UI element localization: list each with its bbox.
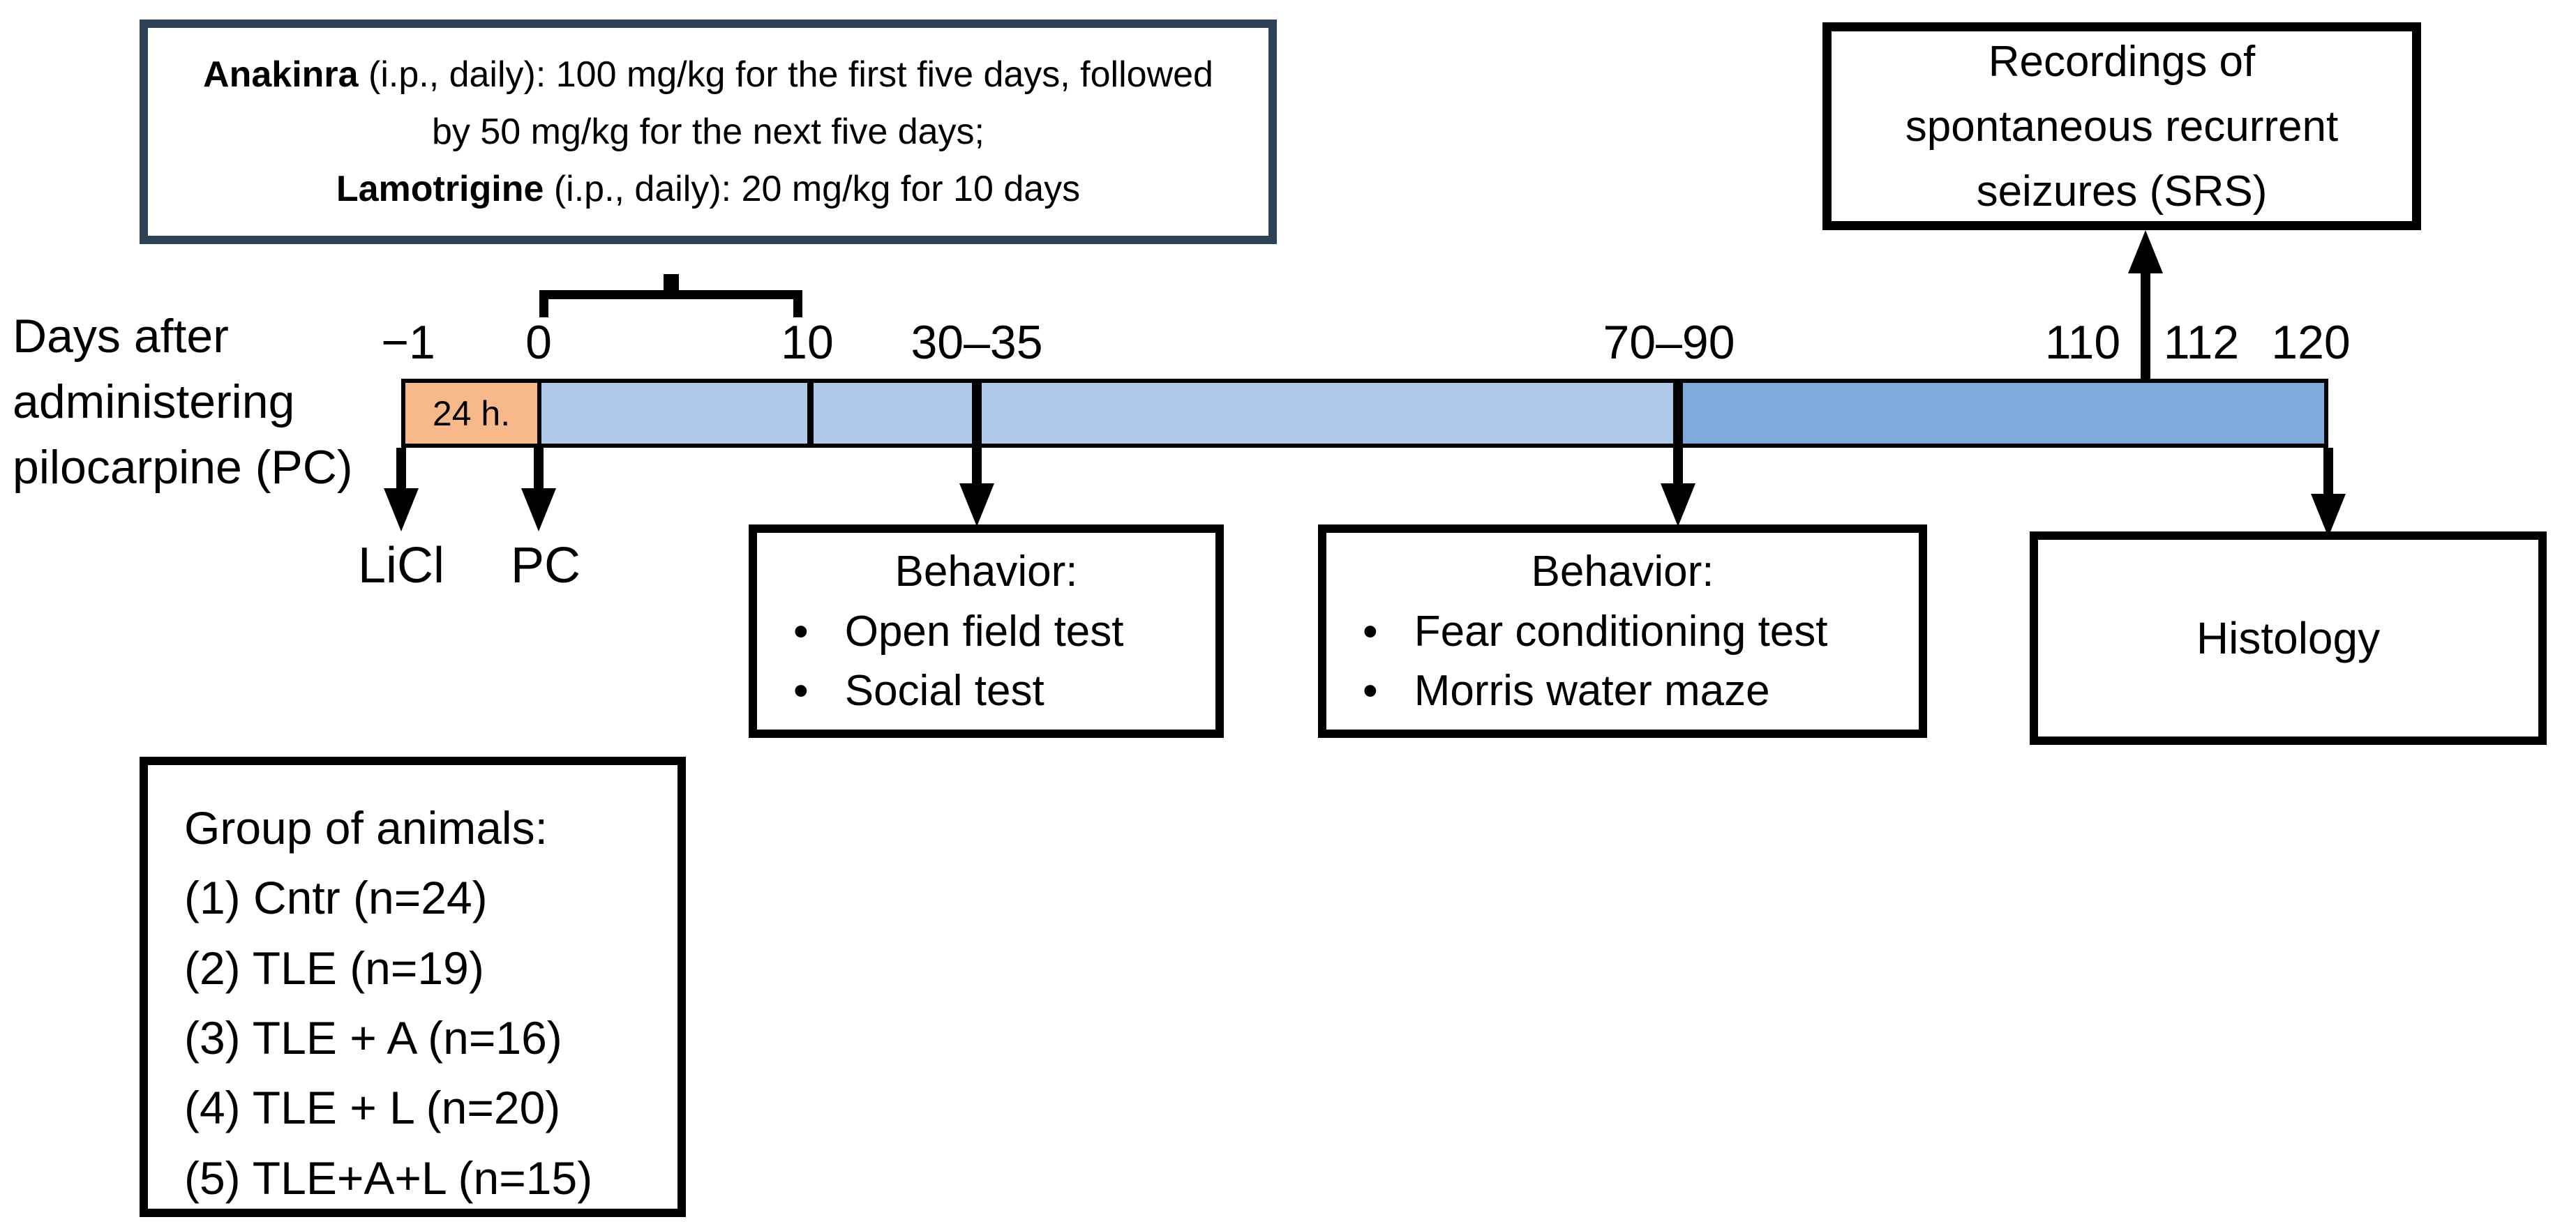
bracket-left-hook bbox=[539, 290, 548, 317]
bracket-bar bbox=[539, 290, 802, 299]
lamotrigine-dose: (i.p., daily): 20 mg/kg for 10 days bbox=[544, 169, 1081, 210]
behavior1-arrow-shaft bbox=[972, 379, 982, 485]
segment-late-phase bbox=[1678, 383, 2324, 444]
srs-recordings-box: Recordings of spontaneous recurrent seiz… bbox=[1822, 22, 2421, 230]
histology-box: Histology bbox=[2030, 531, 2547, 745]
tick-day-120: 120 bbox=[2271, 316, 2351, 369]
drug-line-anakinra-2: by 50 mg/kg for the next five days; bbox=[432, 111, 984, 152]
behavior2-title: Behavior: bbox=[1531, 547, 1714, 596]
licl-label: LiCl bbox=[357, 538, 445, 594]
group-tle-a-l: (5) TLE+A+L (n=15) bbox=[184, 1151, 593, 1204]
histology-arrow-head bbox=[2311, 494, 2346, 537]
histology-label: Histology bbox=[2196, 613, 2381, 663]
behavior2-arrow-head bbox=[1661, 483, 1695, 527]
group-tle-a: (3) TLE + A (n=16) bbox=[184, 1011, 562, 1064]
bracket-center-tick bbox=[664, 274, 679, 291]
tick-day-112: 112 bbox=[2163, 316, 2240, 369]
axis-label: Days after administering pilocarpine (PC… bbox=[13, 310, 353, 494]
fear-conditioning-label: Fear conditioning test bbox=[1414, 607, 1828, 656]
bracket-right-hook bbox=[793, 290, 802, 317]
tick-day-minus1: −1 bbox=[381, 316, 435, 369]
segment-early-phase bbox=[541, 383, 1678, 444]
drug-line-anakinra: Anakinra (i.p., daily): 100 mg/kg for th… bbox=[148, 46, 1268, 103]
behavior1-arrow-head bbox=[959, 483, 994, 527]
group-tle: (2) TLE (n=19) bbox=[184, 942, 484, 994]
group-tle-l: (4) TLE + L (n=20) bbox=[184, 1082, 561, 1134]
behavior1-title: Behavior: bbox=[894, 547, 1078, 596]
pc-arrow-head bbox=[521, 488, 556, 531]
tick-day-110: 110 bbox=[2044, 316, 2121, 369]
anakinra-name: Anakinra bbox=[203, 54, 359, 95]
anakinra-dose: (i.p., daily): 100 mg/kg for the first f… bbox=[358, 54, 1213, 95]
behavior2-item-fear: Fear conditioning test bbox=[1336, 607, 1909, 656]
histology-arrow-shaft bbox=[2323, 448, 2333, 495]
segment-licl-24h: 24 h. bbox=[405, 383, 541, 444]
group-cntr: (1) Cntr (n=24) bbox=[184, 872, 488, 924]
behavior2-arrow-shaft bbox=[1673, 379, 1683, 485]
srs-arrow-head bbox=[2128, 230, 2163, 273]
drug-treatment-box: Anakinra (i.p., daily): 100 mg/kg for th… bbox=[140, 20, 1277, 244]
tick-day-70-90: 70–90 bbox=[1603, 316, 1735, 369]
social-test-label: Social test bbox=[844, 666, 1044, 715]
licl-arrow-head bbox=[384, 488, 419, 531]
behavior1-item-open-field: Open field test bbox=[767, 607, 1206, 656]
animal-groups-box: Group of animals: (1) Cntr (n=24) (2) TL… bbox=[140, 757, 686, 1217]
day10-divider bbox=[807, 383, 814, 444]
lamotrigine-name: Lamotrigine bbox=[336, 169, 544, 210]
drug-line-lamotrigine: Lamotrigine (i.p., daily): 20 mg/kg for … bbox=[148, 160, 1268, 218]
morris-water-maze-label: Morris water maze bbox=[1414, 666, 1770, 715]
pc-label: PC bbox=[510, 538, 581, 594]
srs-arrow-shaft bbox=[2141, 272, 2150, 379]
tick-day-10: 10 bbox=[781, 316, 834, 369]
open-field-test-label: Open field test bbox=[844, 607, 1124, 656]
behavior2-item-morris: Morris water maze bbox=[1336, 666, 1909, 716]
tick-day-0: 0 bbox=[525, 316, 552, 369]
pc-arrow-shaft bbox=[534, 448, 544, 491]
behavior1-item-social: Social test bbox=[767, 666, 1206, 716]
timeline-bar: 24 h. bbox=[401, 379, 2328, 448]
group-title: Group of animals: bbox=[184, 802, 548, 854]
behavior-box-fear-morris: Behavior: Fear conditioning test Morris … bbox=[1318, 524, 1927, 738]
segment-24h-label: 24 h. bbox=[432, 393, 511, 433]
licl-arrow-shaft bbox=[396, 448, 406, 491]
srs-recordings-label: Recordings of spontaneous recurrent seiz… bbox=[1905, 37, 2339, 216]
behavior-box-open-field: Behavior: Open field test Social test bbox=[749, 524, 1224, 738]
tick-day-30-35: 30–35 bbox=[911, 316, 1043, 369]
